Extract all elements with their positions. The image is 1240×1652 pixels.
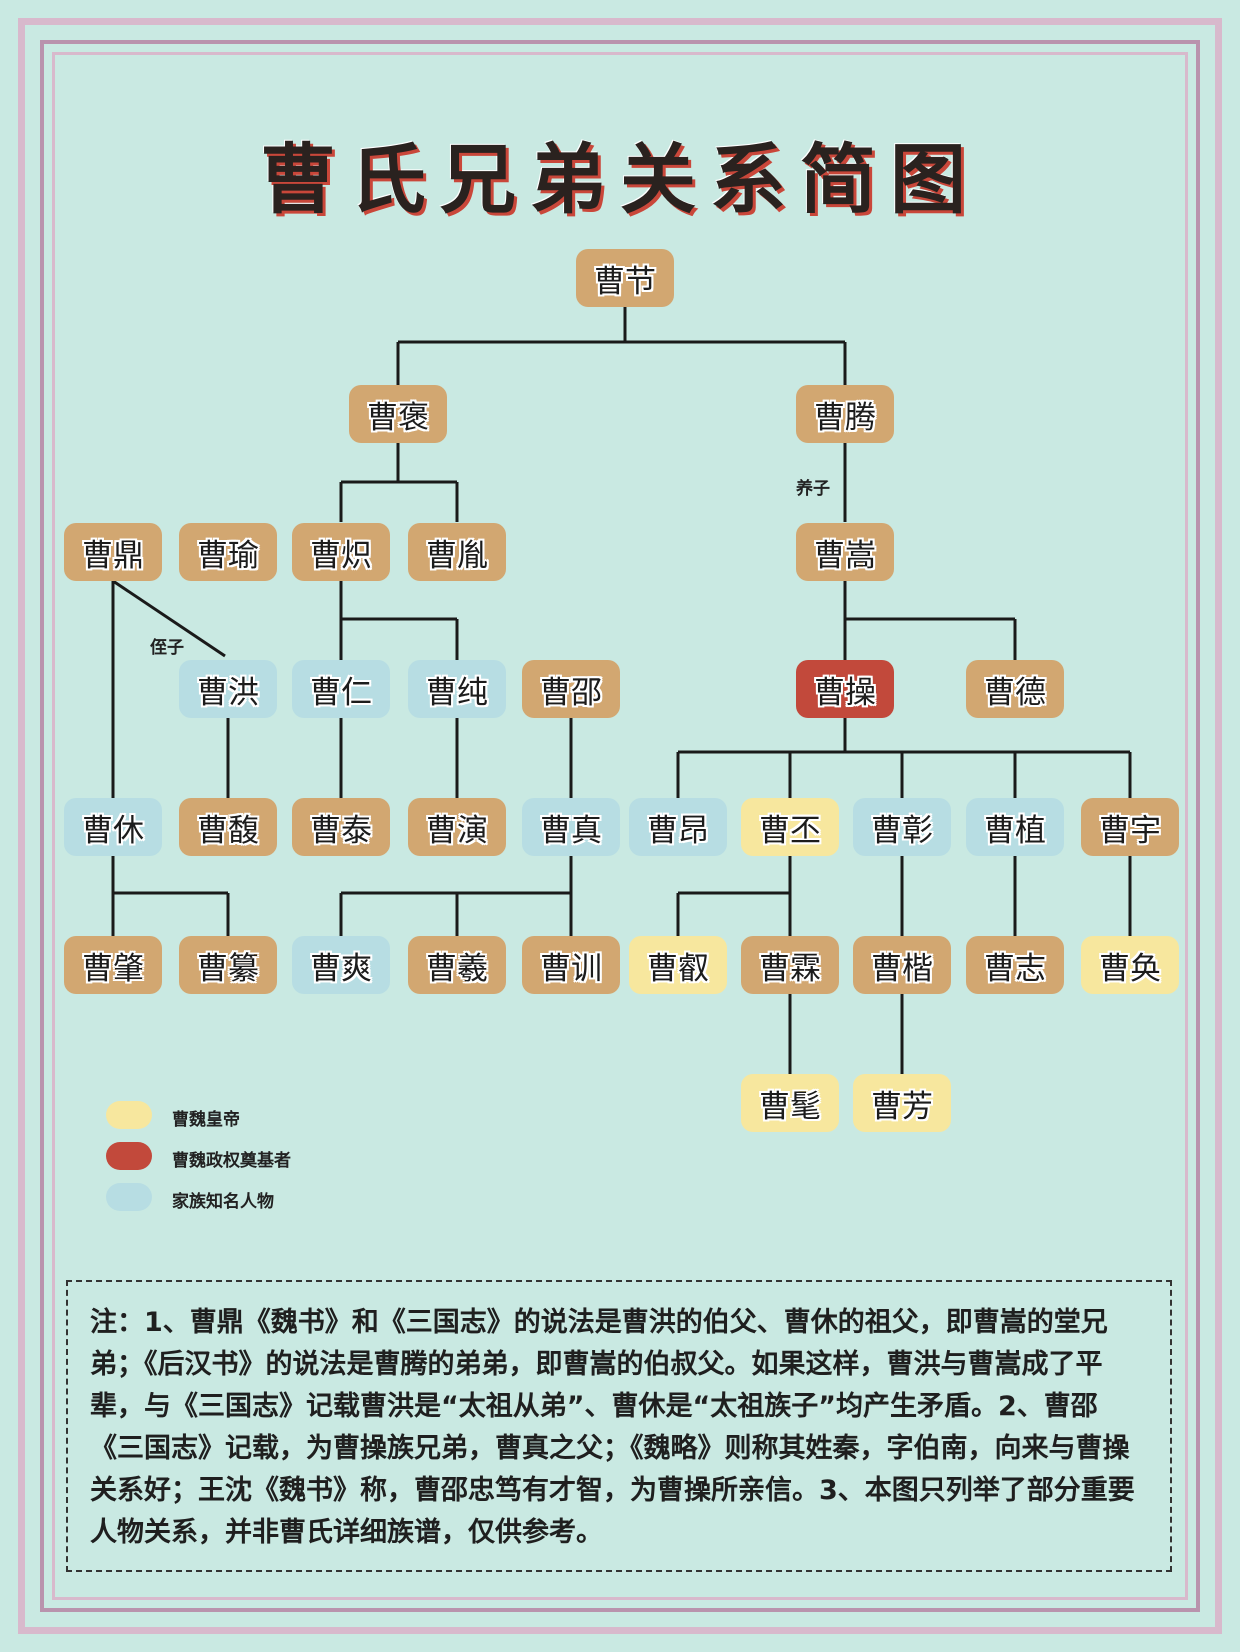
node-cao-ren: 曹仁	[292, 660, 390, 718]
node-cao-xi: 曹羲	[408, 936, 506, 994]
node-cao-yin: 曹胤	[408, 523, 506, 581]
node-cao-jie: 曹节	[576, 249, 674, 307]
node-cao-zhi: 曹植	[966, 798, 1064, 856]
node-cao-de: 曹德	[966, 660, 1064, 718]
note-text: 注：1、曹鼎《魏书》和《三国志》的说法是曹洪的伯父、曹休的祖父，即曹嵩的堂兄弟；…	[90, 1307, 1135, 1548]
inner-frame	[52, 52, 1188, 1600]
node-cao-fang: 曹芳	[853, 1074, 951, 1132]
node-cao-rui: 曹叡	[629, 936, 727, 994]
node-cao-chi: 曹炽	[292, 523, 390, 581]
node-cao-mao: 曹髦	[741, 1074, 839, 1132]
node-cao-fu: 曹馥	[179, 798, 277, 856]
node-cao-zhi-2: 曹志	[966, 936, 1064, 994]
nephew-label: 侄子	[150, 638, 184, 658]
note-box: 注：1、曹鼎《魏书》和《三国志》的说法是曹洪的伯父、曹休的祖父，即曹嵩的堂兄弟；…	[66, 1280, 1172, 1572]
node-cao-zhen: 曹真	[522, 798, 620, 856]
node-cao-tai: 曹泰	[292, 798, 390, 856]
node-cao-pi: 曹丕	[741, 798, 839, 856]
node-cao-song: 曹嵩	[796, 523, 894, 581]
node-cao-cao: 曹操	[796, 660, 894, 718]
node-cao-ang: 曹昂	[629, 798, 727, 856]
node-cao-xiu: 曹休	[64, 798, 162, 856]
adopted-son-label: 养子	[796, 479, 830, 499]
node-cao-yu-2: 曹宇	[1081, 798, 1179, 856]
legend-label-notable: 家族知名人物	[172, 1192, 274, 1212]
node-cao-bao: 曹褒	[349, 385, 447, 443]
middle-frame	[40, 40, 1200, 1612]
node-cao-zuan: 曹纂	[179, 936, 277, 994]
connector-line	[112, 579, 226, 658]
node-cao-chun: 曹纯	[408, 660, 506, 718]
node-cao-zhao: 曹肇	[64, 936, 162, 994]
node-cao-xun: 曹训	[522, 936, 620, 994]
legend-label-emperor: 曹魏皇帝	[172, 1110, 240, 1130]
legend-label-founder: 曹魏政权奠基者	[172, 1151, 291, 1171]
node-cao-shuang: 曹爽	[292, 936, 390, 994]
node-cao-yan: 曹演	[408, 798, 506, 856]
legend-swatch-founder	[106, 1142, 152, 1170]
node-cao-hong: 曹洪	[179, 660, 277, 718]
node-cao-lin: 曹霖	[741, 936, 839, 994]
node-cao-kai: 曹楷	[853, 936, 951, 994]
outer-frame	[18, 18, 1222, 1634]
node-cao-ding: 曹鼎	[64, 523, 162, 581]
legend-swatch-notable	[106, 1183, 152, 1211]
node-cao-zhang: 曹彰	[853, 798, 951, 856]
node-cao-huan: 曹奂	[1081, 936, 1179, 994]
page-title: 曹氏兄弟关系简图	[260, 135, 980, 224]
node-cao-shao: 曹邵	[522, 660, 620, 718]
node-cao-yu: 曹瑜	[179, 523, 277, 581]
legend-swatch-emperor	[106, 1101, 152, 1129]
node-cao-teng: 曹腾	[796, 385, 894, 443]
